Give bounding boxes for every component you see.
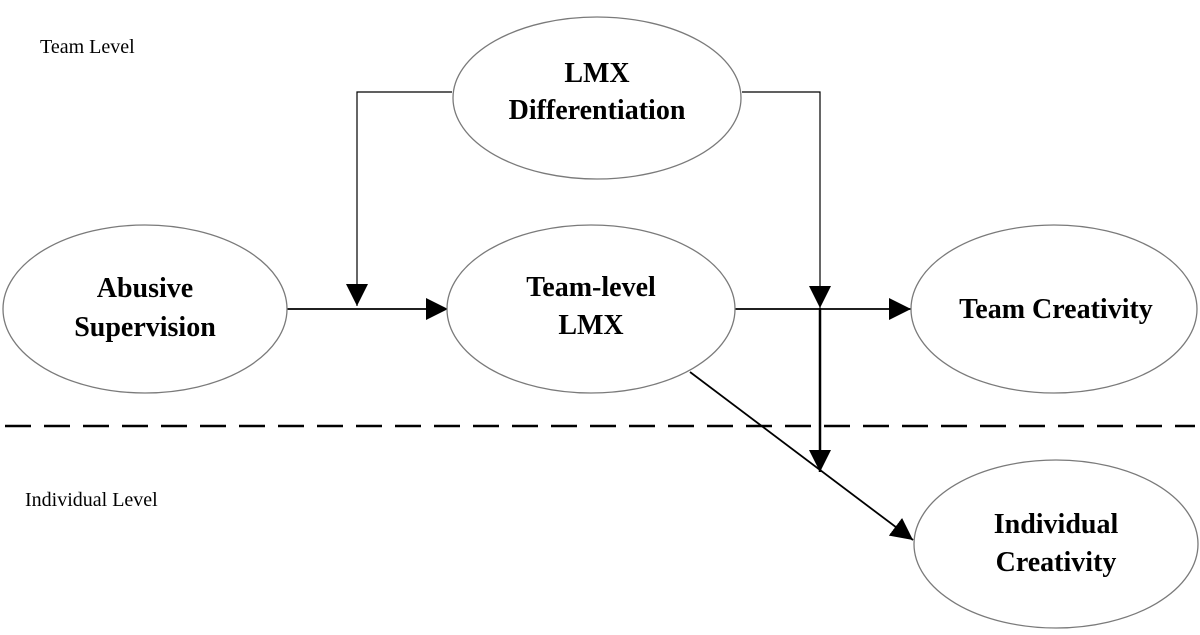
path-teamlmx-to-individualcreativity [689,371,914,541]
team-creativity-label: Team Creativity [959,294,1153,325]
moderation-path-left [346,91,452,306]
node-abusive-supervision: Abusive Supervision [2,224,288,394]
individual-creativity-line2: Creativity [996,547,1117,578]
lmx-differentiation-line2: Differentiation [509,95,686,126]
lmx-differentiation-line1: LMX [564,58,629,89]
moderation-path-right [742,91,831,308]
individual-level-label: Individual Level [25,489,158,511]
node-team-creativity: Team Creativity [910,224,1198,394]
abusive-supervision-line1: Abusive [97,273,193,304]
team-level-lmx-line2: LMX [558,310,623,341]
team-level-lmx-line1: Team-level [526,272,656,303]
team-level-label: Team Level [40,36,135,58]
node-team-level-lmx: Team-level LMX [446,224,736,394]
node-lmx-differentiation: LMX Differentiation [452,16,742,180]
abusive-supervision-line2: Supervision [74,312,216,343]
node-individual-creativity: Individual Creativity [913,459,1199,629]
individual-creativity-line1: Individual [994,509,1119,540]
